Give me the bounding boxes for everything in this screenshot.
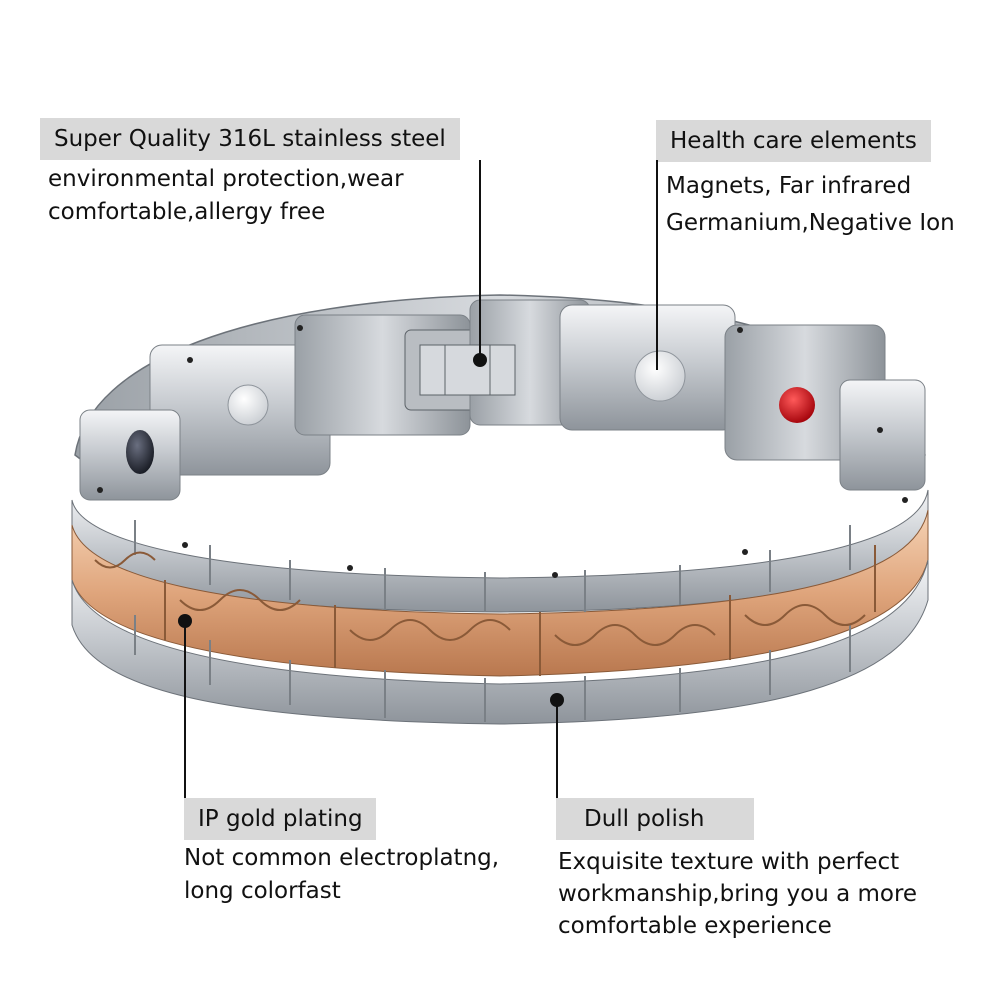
gold-label: IP gold plating [184,798,376,840]
polish-pointer-line [556,700,558,840]
bracelet-back-band [74,294,926,501]
bracelet-front-band [71,325,929,725]
health-description-line: Germanium,Negative Ion [666,210,955,236]
polish-description: Exquisite texture with perfect workmansh… [558,846,917,942]
health-pointer-line [656,160,658,370]
steel-description-line: environmental protection,wear [48,166,404,192]
gold-description-line: long colorfast [184,878,341,904]
polish-description-line: comfortable experience [558,913,832,939]
polish-pointer-dot [550,693,564,707]
steel-description: environmental protection,wear comfortabl… [48,163,404,229]
polish-description-line: workmanship,bring you a more [558,881,918,907]
polish-label: Dull polish [556,798,754,840]
gold-pointer-line [184,620,186,835]
steel-label: Super Quality 316L stainless steel [40,118,460,160]
steel-description-line: comfortable,allergy free [48,199,326,225]
gold-pointer-dot [178,614,192,628]
health-description: Magnets, Far infrared Germanium,Negative… [666,168,955,242]
health-label: Health care elements [656,120,931,162]
gold-description-line: Not common electroplatng, [184,845,500,871]
steel-pointer-line [479,160,481,360]
health-description-line: Magnets, Far infrared [666,173,912,199]
gold-description: Not common electroplatng, long colorfast [184,842,499,908]
polish-description-line: Exquisite texture with perfect [558,849,900,875]
steel-pointer-dot [473,353,487,367]
